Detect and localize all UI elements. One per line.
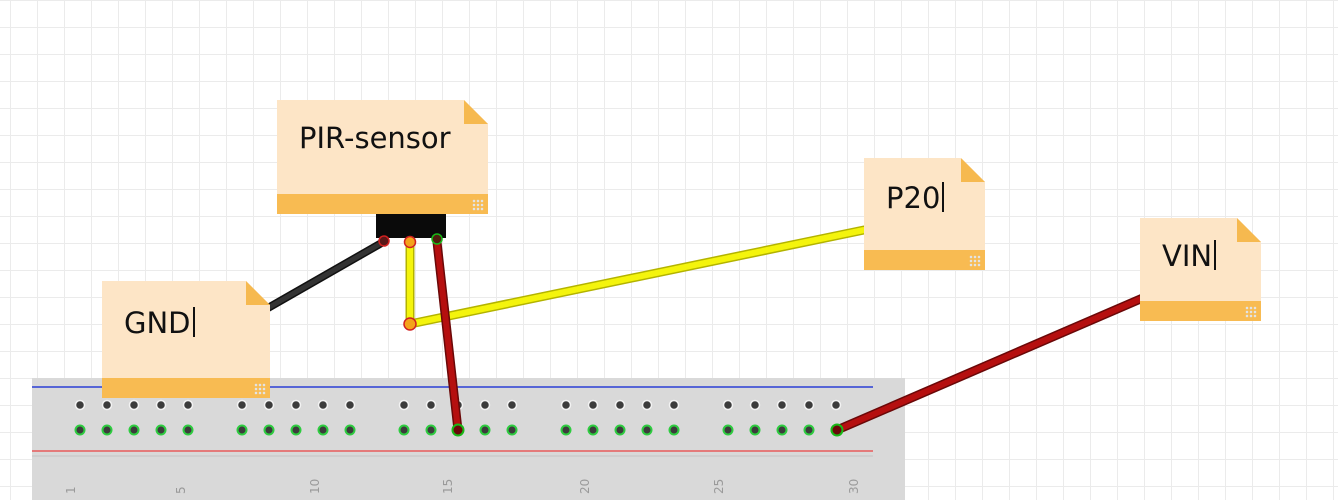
breadboard-hole-icon[interactable] (722, 399, 734, 411)
breadboard-hole-icon[interactable] (560, 424, 572, 436)
note-gnd-label[interactable]: GND (124, 306, 191, 340)
pir-sensor-icon[interactable] (376, 214, 446, 249)
note-gnd-label-wrap[interactable]: GND (124, 307, 195, 338)
breadboard-hole-icon[interactable] (749, 424, 761, 436)
breadboard-hole-icon[interactable] (155, 399, 167, 411)
wire-vin[interactable] (832, 292, 1150, 435)
note-bar (1140, 301, 1261, 321)
breadboard-hole-icon[interactable] (128, 399, 140, 411)
wire-signal-p20[interactable] (405, 225, 869, 329)
breadboard-hole-icon[interactable] (479, 399, 491, 411)
breadboard-hole-icon[interactable] (641, 424, 653, 436)
note-pir-sensor[interactable]: PIR-sensor (277, 100, 488, 214)
breadboard-hole-icon[interactable] (101, 424, 113, 436)
note-pir-label[interactable]: PIR-sensor (299, 121, 451, 155)
breadboard-hole-icon[interactable] (263, 424, 275, 436)
text-caret-icon (193, 307, 195, 337)
breadboard-column-labels: 1 5 10 15 20 25 30 (64, 479, 861, 494)
pir-pin-out[interactable] (403, 235, 417, 249)
breadboard-hole-icon[interactable] (614, 424, 626, 436)
note-bar (102, 378, 270, 398)
breadboard-hole-icon[interactable] (506, 424, 518, 436)
breadboard-hole-icon[interactable] (263, 399, 275, 411)
breadboard: 1 5 10 15 20 25 30 (32, 378, 905, 500)
breadboard-hole-icon[interactable] (398, 424, 410, 436)
note-bar (277, 194, 488, 214)
column-label-30: 30 (847, 479, 861, 494)
breadboard-hole-icon[interactable] (749, 399, 761, 411)
breadboard-hole-icon[interactable] (236, 424, 248, 436)
breadboard-hole-icon[interactable] (155, 424, 167, 436)
note-p20-label-wrap[interactable]: P20 (886, 182, 944, 213)
breadboard-hole-icon[interactable] (101, 399, 113, 411)
breadboard-hole-icon[interactable] (668, 399, 680, 411)
breadboard-hole-icon[interactable] (776, 399, 788, 411)
breadboard-hole-icon[interactable] (614, 399, 626, 411)
wire-endpoint-breadboard-30[interactable] (830, 423, 844, 437)
breadboard-hole-icon[interactable] (290, 424, 302, 436)
text-caret-icon (942, 182, 944, 212)
breadboard-hole-icon[interactable] (479, 424, 491, 436)
column-label-25: 25 (712, 479, 726, 494)
breadboard-holes (74, 399, 842, 436)
breadboard-hole-icon[interactable] (506, 399, 518, 411)
resize-grip-icon[interactable] (969, 255, 981, 267)
column-label-15: 15 (441, 479, 455, 494)
note-p20[interactable]: P20 (864, 158, 985, 270)
breadboard-hole-icon[interactable] (128, 424, 140, 436)
breadboard-hole-icon[interactable] (74, 399, 86, 411)
column-label-20: 20 (578, 479, 592, 494)
note-gnd[interactable]: GND (102, 281, 270, 398)
breadboard-hole-icon[interactable] (182, 424, 194, 436)
breadboard-hole-icon[interactable] (236, 399, 248, 411)
breadboard-hole-icon[interactable] (803, 424, 815, 436)
breadboard-hole-icon[interactable] (587, 424, 599, 436)
breadboard-hole-icon[interactable] (425, 399, 437, 411)
breadboard-hole-icon[interactable] (560, 399, 572, 411)
breadboard-hole-icon[interactable] (317, 424, 329, 436)
breadboard-hole-icon[interactable] (182, 399, 194, 411)
breadboard-hole-icon[interactable] (425, 424, 437, 436)
column-label-10: 10 (308, 479, 322, 494)
breadboard-hole-icon[interactable] (74, 424, 86, 436)
note-bar (864, 250, 985, 270)
breadboard-hole-icon[interactable] (668, 424, 680, 436)
breadboard-hole-icon[interactable] (587, 399, 599, 411)
pir-pin-vcc[interactable] (431, 233, 443, 245)
breadboard-hole-icon[interactable] (776, 424, 788, 436)
breadboard-hole-icon[interactable] (290, 399, 302, 411)
note-vin-label-wrap[interactable]: VIN (1162, 240, 1216, 271)
pir-pin-gnd[interactable] (378, 235, 390, 247)
breadboard-body (32, 378, 905, 500)
breadboard-hole-icon[interactable] (317, 399, 329, 411)
column-label-5: 5 (174, 486, 188, 494)
breadboard-hole-icon[interactable] (722, 424, 734, 436)
breadboard-hole-icon[interactable] (830, 399, 842, 411)
wire-endpoint-breadboard-15[interactable] (451, 423, 465, 437)
note-vin[interactable]: VIN (1140, 218, 1261, 321)
breadboard-hole-icon[interactable] (344, 399, 356, 411)
breadboard-hole-icon[interactable] (803, 399, 815, 411)
wire-bend-point[interactable] (403, 317, 417, 331)
resize-grip-icon[interactable] (254, 383, 266, 395)
breadboard-hole-icon[interactable] (398, 399, 410, 411)
column-label-1: 1 (64, 486, 78, 494)
resize-grip-icon[interactable] (1245, 306, 1257, 318)
resize-grip-icon[interactable] (472, 199, 484, 211)
text-caret-icon (1214, 240, 1216, 270)
breadboard-hole-icon[interactable] (641, 399, 653, 411)
note-p20-label[interactable]: P20 (886, 181, 941, 215)
breadboard-hole-icon[interactable] (344, 424, 356, 436)
note-vin-label[interactable]: VIN (1162, 239, 1213, 273)
wire-vcc-breadboard[interactable] (432, 237, 463, 435)
